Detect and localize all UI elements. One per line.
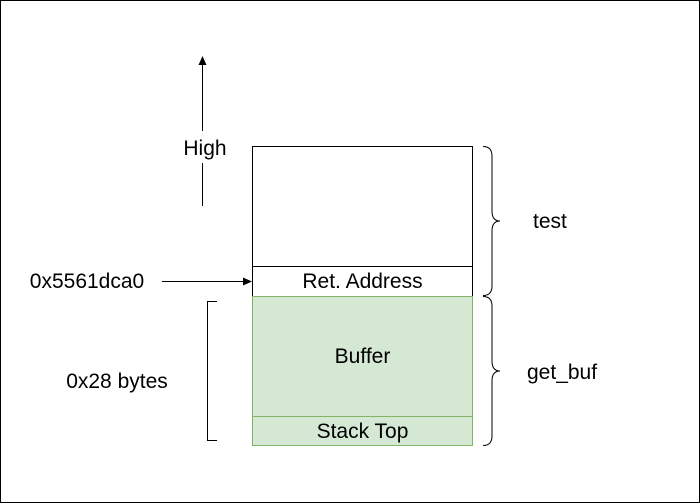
size-label: 0x28 bytes [66,370,168,393]
test-frame-block [252,146,473,267]
high-arrow [198,56,207,206]
stack-top-label: Stack Top [317,420,409,443]
ret-address-block [252,266,473,297]
high-label: High [183,137,226,160]
size-bracket [207,301,217,441]
test-frame-label: test [533,210,567,233]
get-buf-brace [482,296,501,446]
get-buf-frame-label: get_buf [527,361,597,384]
address-label: 0x5561dca0 [30,270,144,293]
buffer-block [252,296,473,417]
stack-top-block [252,416,473,446]
address-arrow [162,277,252,286]
ret-address-label: Ret. Address [302,270,422,293]
buffer-label: Buffer [335,345,391,368]
test-brace [482,146,501,296]
